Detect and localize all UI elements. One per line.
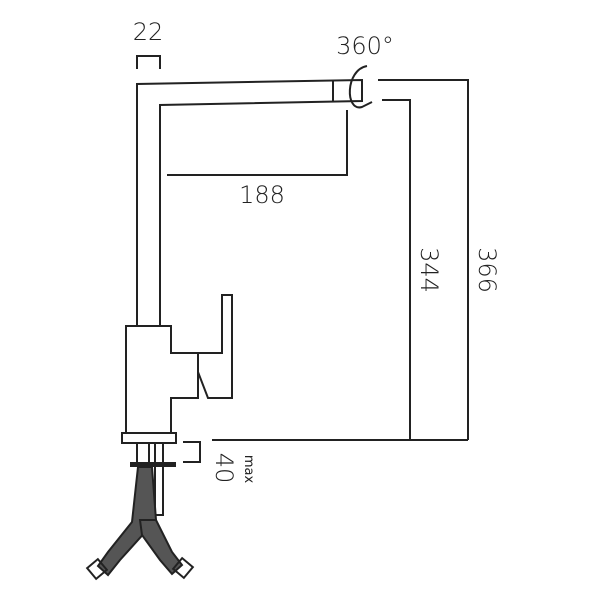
dimension-spout-width: 22 [133,18,164,69]
dimension-total-height: 366 [378,79,501,440]
flexible-hoses [85,466,195,581]
hose-right [138,519,184,576]
base-plate [121,432,177,444]
threaded-shank [136,442,150,464]
dim-360-label: 360° [336,32,394,60]
dimension-rotation: 360° [336,32,394,109]
hose-left [96,466,158,577]
dim-344-label: 344 [415,247,443,293]
fixing-rod [154,442,164,516]
dimension-deck: 40 max [183,441,256,484]
dim-22-label: 22 [133,18,164,46]
dim-max-label: max [241,455,256,484]
fixing-nut-plate [130,462,176,467]
tap-body [125,294,233,434]
dim-40-label: 40 [210,453,238,484]
hose-connector-left [85,557,109,581]
dim-188-label: 188 [239,181,285,209]
dimension-reach: 188 [167,110,348,209]
dim-366-label: 366 [473,247,501,293]
tap-outline [121,78,363,516]
dimension-spout-height: 344 [382,99,443,440]
spout-and-column [136,78,363,326]
hose-connector-right [171,556,195,580]
rotation-arrow-icon [348,65,373,109]
